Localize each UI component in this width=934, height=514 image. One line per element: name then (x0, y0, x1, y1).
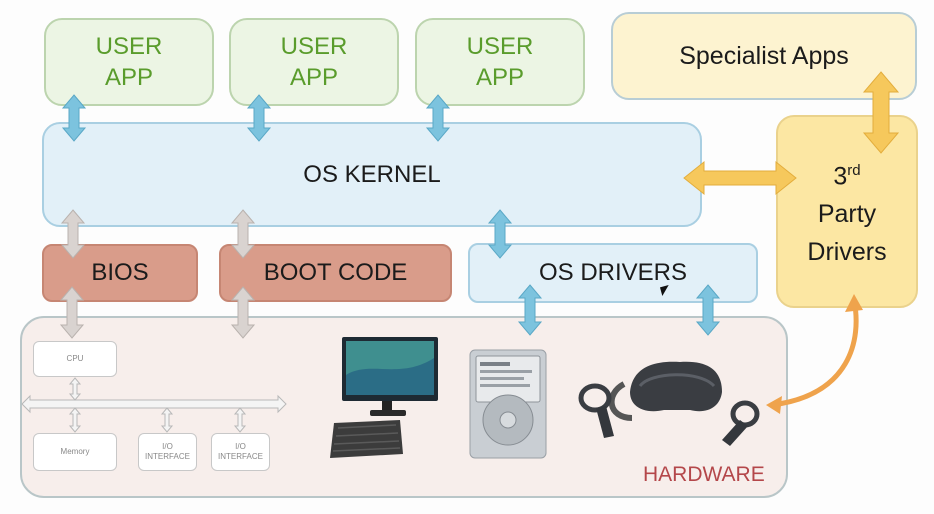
io2-bus-arrow (233, 407, 247, 433)
io-label-line1: I/O (162, 442, 173, 451)
keyboard-icon (330, 420, 403, 458)
hardware-label: HARDWARE (643, 463, 765, 486)
io-interface-block-1: I/O INTERFACE (138, 433, 197, 471)
third-party-number: 3 (833, 162, 848, 191)
user-app-label-line2: APP (475, 64, 525, 91)
boot-code-box: BOOT CODE (219, 244, 452, 302)
arrow-kernel-osdrivers (487, 209, 513, 259)
third-party-label-line2: Party (817, 200, 877, 229)
arrow-osdrivers-hardware-2 (695, 284, 721, 336)
os-kernel-box: OS KERNEL (42, 122, 702, 227)
third-party-superscript: rd (847, 161, 861, 179)
arrow-kernel-bootcode (230, 209, 256, 259)
specialist-apps-box: Specialist Apps (611, 12, 917, 100)
memory-block: Memory (33, 433, 117, 471)
specialist-apps-label: Specialist Apps (679, 41, 849, 70)
arrow-specialist-thirdparty (862, 71, 900, 154)
boot-code-label: BOOT CODE (263, 259, 408, 286)
curve-thirdparty-hardware (771, 299, 859, 408)
arrow-userapp2-kernel (246, 94, 272, 142)
arrow-bios-hardware (59, 286, 85, 339)
io-label-line2: INTERFACE (145, 452, 190, 461)
io-label-line1: I/O (235, 442, 246, 451)
user-app-2: USER APP (229, 18, 399, 106)
io1-bus-arrow (160, 407, 174, 433)
third-party-drivers-box: 3rd Party Drivers (776, 115, 918, 308)
third-party-label-line1: 3rd (833, 152, 860, 195)
io-label-line2: INTERFACE (218, 452, 263, 461)
cpu-block: CPU (33, 341, 117, 377)
curve-arrowhead-top (845, 294, 863, 312)
vr-headset-icon (608, 361, 722, 421)
curve-arrowhead-bottom (766, 396, 782, 414)
os-kernel-label: OS KERNEL (303, 160, 441, 188)
arrow-kernel-bios (60, 209, 86, 259)
cpu-bus-arrow (68, 377, 82, 401)
user-app-label-line1: USER (280, 33, 348, 60)
vr-controller-left-icon (578, 383, 614, 438)
user-app-1: USER APP (44, 18, 214, 106)
user-app-label-line2: APP (289, 64, 339, 91)
monitor-icon (342, 337, 438, 416)
vr-controller-right-icon (722, 400, 760, 446)
arrow-osdrivers-hardware-1 (517, 284, 543, 336)
io-interface-block-2: I/O INTERFACE (211, 433, 270, 471)
hard-drive-icon (469, 349, 547, 459)
third-party-label-line3: Drivers (807, 238, 887, 267)
memory-bus-arrow (68, 407, 82, 433)
user-app-label-line2: APP (104, 64, 154, 91)
user-app-label-line1: USER (466, 33, 534, 60)
bus-arrow (21, 394, 287, 414)
memory-label: Memory (60, 447, 90, 456)
arrow-bootcode-hardware (230, 286, 256, 339)
arrow-userapp3-kernel (425, 94, 451, 142)
bios-label: BIOS (91, 259, 149, 286)
arrow-userapp1-kernel (61, 94, 87, 142)
arrow-kernel-thirdparty (683, 160, 797, 196)
cpu-label: CPU (66, 354, 84, 363)
user-app-label-line1: USER (95, 33, 163, 60)
user-app-3: USER APP (415, 18, 585, 106)
os-drivers-label: OS DRIVERS (538, 259, 688, 286)
